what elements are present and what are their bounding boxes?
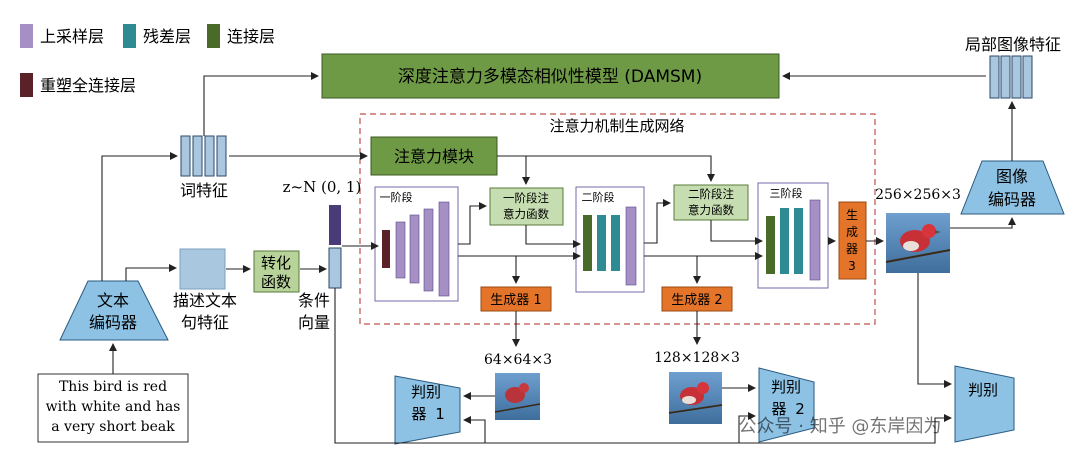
stage2-attention-function-line2: 意力函数 — [688, 203, 734, 217]
attention-module-label: 注意力模块 — [394, 147, 474, 166]
image-encoder-line2: 编码器 — [988, 190, 1036, 209]
stage3-upsample-layer — [809, 199, 821, 281]
image-encoder-block — [960, 160, 1065, 215]
stage2-attention-function-box — [673, 184, 749, 221]
legend-upsample-swatch — [20, 24, 33, 48]
bird-image-256 — [885, 213, 951, 273]
discriminator1-line2: 器 — [411, 405, 426, 423]
legend: 上采样层 残差层 连接层 重塑全连接层 — [20, 24, 275, 97]
discriminator1-line1: 判别 — [411, 383, 441, 401]
caption-line2: with white and has — [46, 399, 181, 415]
noise-label: z~N (0, 1) — [283, 178, 362, 196]
discriminator3-block — [954, 365, 1015, 443]
caption-line3: a very short beak — [51, 419, 175, 435]
stage1-attention-function-line2: 意力函数 — [503, 207, 549, 221]
damsm-box — [321, 53, 780, 99]
condition-vector — [328, 247, 342, 289]
local-feature-label: 局部图像特征 — [965, 35, 1061, 54]
stage2-attention-function-line1: 二阶段注 — [688, 187, 734, 201]
stage3-label: 三阶段 — [770, 186, 803, 200]
bird-image-64 — [494, 373, 541, 420]
legend-residual-swatch — [123, 24, 136, 48]
connector-arrows — [101, 72, 1016, 444]
stage3-concat-layer — [766, 216, 775, 274]
stage1-upsample-layer — [409, 214, 420, 284]
conversion-function-box — [253, 250, 300, 293]
legend-reshape-swatch — [20, 73, 33, 97]
generator1-label: 生成器 1 — [490, 293, 541, 308]
stage2-upsample-layer — [625, 206, 637, 286]
legend-upsample-label: 上采样层 — [40, 27, 104, 46]
conversion-function-line2: 函数 — [261, 273, 291, 291]
legend-concat-swatch — [207, 24, 220, 48]
attention-network-frame — [359, 113, 876, 325]
stage2-residual-layer — [611, 215, 620, 271]
stage1-upsample-layer — [395, 221, 406, 279]
text-encoder-block — [59, 280, 169, 341]
local-feature-vector — [989, 55, 1033, 99]
attention-module-box — [370, 136, 498, 176]
generator3-char3: 器 — [846, 242, 858, 256]
condition-vector-line1: 条件 — [298, 291, 330, 310]
generator3-char2: 成 — [846, 225, 858, 239]
discriminator2-line2: 器 — [771, 400, 786, 418]
stage2-residual-layer — [597, 215, 606, 271]
discriminator2-line1: 判别 — [771, 378, 801, 396]
watermark-text: 公众号 · 知乎 @东岸因为 — [739, 416, 942, 437]
stage1-upsample-layer — [423, 208, 434, 292]
discriminator3-line1: 判别 — [968, 381, 998, 399]
generator3-char1: 生 — [846, 208, 858, 222]
caption-box — [37, 373, 189, 443]
stage2-label: 二阶段 — [582, 190, 615, 204]
generator2-label: 生成器 2 — [671, 293, 722, 308]
size-128-label: 128×128×3 — [654, 350, 740, 366]
stage2-concat-layer — [583, 215, 592, 271]
stage1-upsample-layer — [438, 201, 450, 297]
text-encoder-line2: 编码器 — [89, 313, 137, 332]
text-encoder-line1: 文本 — [97, 291, 129, 310]
sentence-feature-line1: 描述文本 — [173, 291, 237, 310]
size-256-label: 256×256×3 — [875, 187, 961, 203]
discriminator1-index: 1 — [435, 405, 445, 423]
sentence-feature-line2: 句特征 — [181, 313, 229, 332]
legend-residual-label: 残差层 — [143, 27, 191, 46]
stage3-residual-layer — [780, 208, 789, 274]
caption-line1: This bird is red — [59, 379, 167, 395]
generator2-box — [661, 286, 733, 312]
image-encoder-line1: 图像 — [996, 167, 1028, 186]
noise-vector — [329, 205, 341, 245]
conversion-function-line1: 转化 — [261, 254, 291, 272]
stage1-reshape-layer — [382, 230, 390, 268]
damsm-label: 深度注意力多模态相似性模型 (DAMSM) — [398, 67, 702, 87]
discriminator2-index: 2 — [795, 400, 805, 418]
legend-concat-label: 连接层 — [227, 27, 275, 46]
bird-image-128 — [668, 372, 723, 424]
condition-vector-line2: 向量 — [298, 313, 330, 332]
stage1-attention-function-line1: 一阶段注 — [503, 191, 549, 205]
size-64-label: 64×64×3 — [484, 352, 552, 368]
discriminator2-block — [758, 367, 815, 443]
word-feature-vector — [180, 135, 227, 177]
generator3-char4: 3 — [848, 259, 856, 273]
discriminator1-block — [394, 375, 461, 445]
sentence-feature-block — [179, 248, 226, 290]
legend-reshape-label: 重塑全连接层 — [40, 76, 136, 95]
stage1-attention-function-box — [489, 187, 564, 226]
attention-network-title: 注意力机制生成网络 — [549, 117, 684, 135]
stage3-residual-layer — [794, 208, 803, 274]
stage1-label: 一阶段 — [380, 190, 413, 204]
generator1-box — [480, 286, 552, 312]
word-feature-label: 词特征 — [180, 181, 228, 200]
